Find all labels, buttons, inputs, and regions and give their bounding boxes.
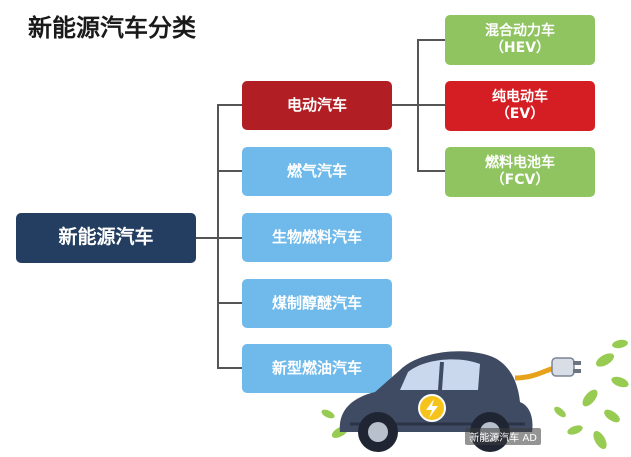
connector-subtype-2 bbox=[417, 104, 445, 106]
subtype-hev-abbr: （HEV） bbox=[489, 40, 551, 56]
category-electric: 电动汽车 bbox=[242, 81, 392, 130]
subtype-fcv-name: 燃料电池车 bbox=[485, 154, 555, 171]
connector-category-2 bbox=[217, 170, 242, 172]
category-biofuel: 生物燃料汽车 bbox=[242, 213, 392, 262]
connector-category-trunk bbox=[217, 104, 219, 369]
connector-electric-out bbox=[392, 104, 418, 106]
connector-subtype-3 bbox=[417, 170, 445, 172]
connector-category-3 bbox=[217, 237, 242, 239]
plug-icon bbox=[514, 357, 581, 381]
connector-subtype-1 bbox=[417, 39, 445, 41]
connector-category-1 bbox=[217, 104, 242, 106]
subtype-ev-abbr: （EV） bbox=[495, 106, 545, 122]
category-coal-alcohol-ether: 煤制醇醚汽车 bbox=[242, 279, 392, 328]
connector-category-4 bbox=[217, 302, 242, 304]
connector-category-5 bbox=[217, 367, 242, 369]
root-node: 新能源汽车 bbox=[16, 213, 196, 263]
subtype-ev: 纯电动车 （EV） bbox=[445, 81, 595, 131]
leaf-icon bbox=[321, 339, 629, 450]
subtype-fcv: 燃料电池车 （FCV） bbox=[445, 147, 595, 197]
category-new-fuel: 新型燃油汽车 bbox=[242, 344, 392, 393]
subtype-hev-name: 混合动力车 bbox=[485, 22, 555, 39]
subtype-ev-name: 纯电动车 bbox=[492, 88, 548, 105]
diagram-title: 新能源汽车分类 bbox=[28, 14, 196, 42]
subtype-fcv-abbr: （FCV） bbox=[490, 172, 550, 188]
category-gas: 燃气汽车 bbox=[242, 147, 392, 196]
watermark: 新能源汽车 AD bbox=[465, 428, 541, 445]
subtype-hev: 混合动力车 （HEV） bbox=[445, 15, 595, 65]
connector-root-out bbox=[196, 237, 218, 239]
